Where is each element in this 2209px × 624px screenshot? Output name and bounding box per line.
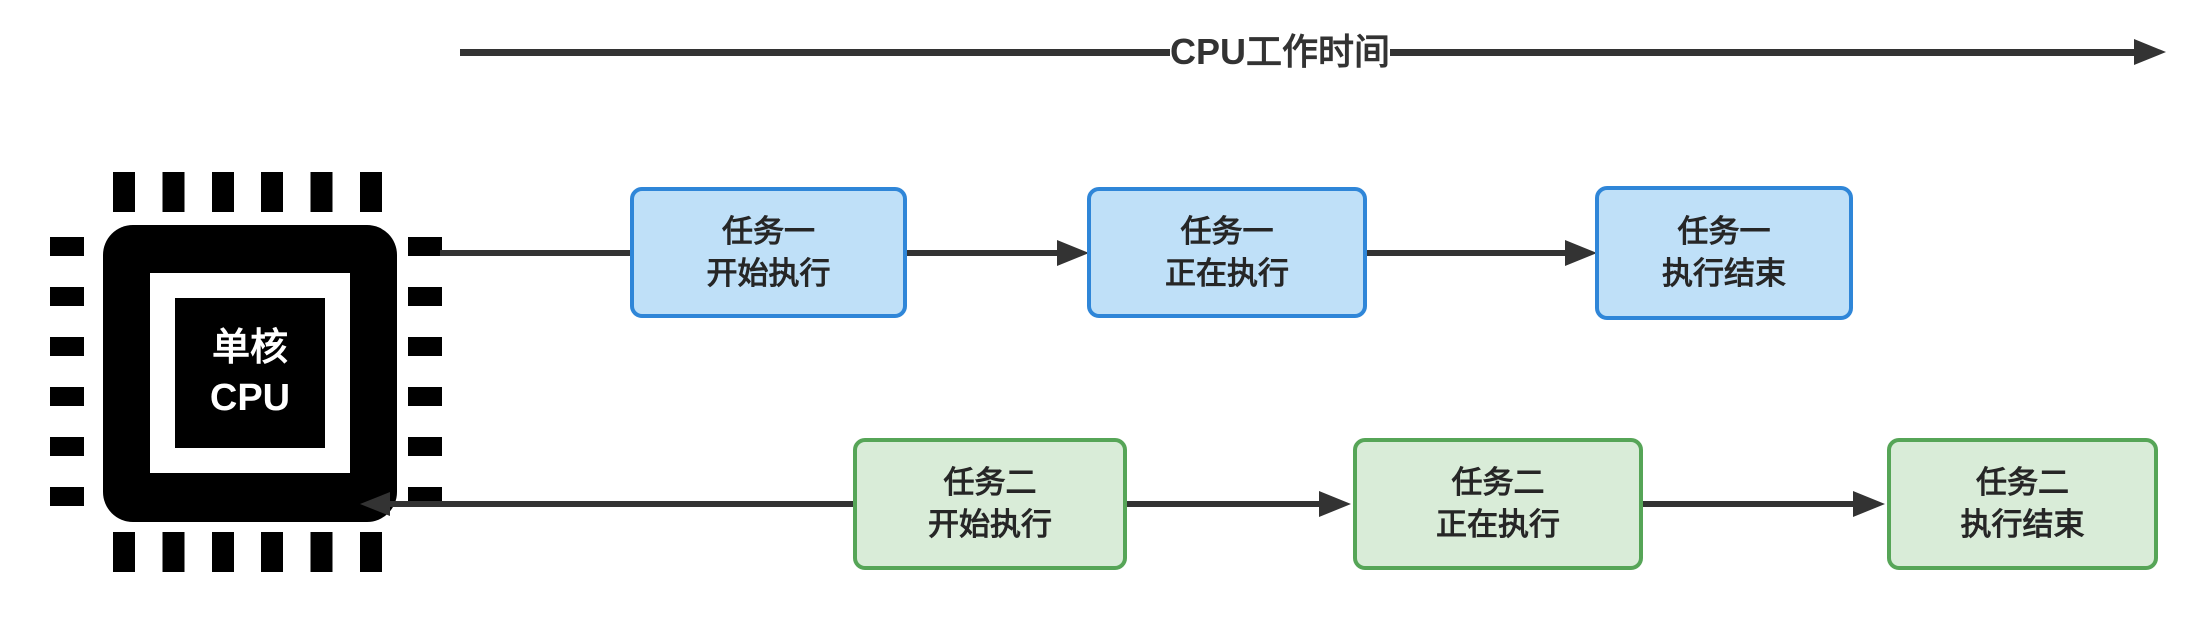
timeline-line-right [1390, 49, 2134, 56]
connector-task2-start-to-cpu [388, 501, 853, 507]
arrowhead-task2-end-icon [1853, 491, 1885, 517]
timeline-line-left [460, 49, 1170, 56]
timeline-arrowhead-icon [2134, 39, 2166, 65]
connector-task1-start-to-running [907, 250, 1059, 256]
cpu-label: 单核 CPU [209, 327, 291, 419]
cpu-pins-right-icon [408, 237, 442, 506]
task2-running-box: 任务二 正在执行 [1353, 438, 1643, 570]
task1-running-label: 任务一 正在执行 [1165, 213, 1289, 291]
connector-task2-running-to-end [1643, 501, 1855, 507]
connector-task2-start-to-running [1127, 501, 1321, 507]
arrowhead-task1-end-icon [1565, 240, 1597, 266]
task2-start-label: 任务二 开始执行 [928, 465, 1052, 542]
task2-running-label: 任务二 正在执行 [1436, 465, 1560, 542]
connector-task1-running-to-end [1367, 250, 1567, 256]
task2-end-label: 任务二 执行结束 [1960, 465, 2085, 542]
arrowhead-task2-to-cpu-icon [360, 492, 390, 516]
cpu-chip-core: 单核 CPU [175, 298, 325, 448]
task2-end-box: 任务二 执行结束 [1887, 438, 2158, 570]
task1-start-box: 任务一 开始执行 [630, 187, 907, 318]
task1-start-label: 任务一 开始执行 [706, 213, 831, 291]
cpu-pins-top-icon [113, 172, 382, 212]
cpu-pins-bottom-icon [113, 532, 382, 572]
task2-start-box: 任务二 开始执行 [853, 438, 1127, 570]
task1-end-box: 任务一 执行结束 [1595, 186, 1853, 320]
arrowhead-task2-running-icon [1319, 491, 1351, 517]
cpu-pins-left-icon [50, 237, 84, 506]
task1-running-box: 任务一 正在执行 [1087, 187, 1367, 318]
timeline-label: CPU工作时间 [1170, 31, 1391, 72]
connector-cpu-to-task1-start [440, 250, 630, 256]
arrowhead-task1-running-icon [1057, 240, 1089, 266]
task1-end-label: 任务一 执行结束 [1662, 214, 1786, 291]
